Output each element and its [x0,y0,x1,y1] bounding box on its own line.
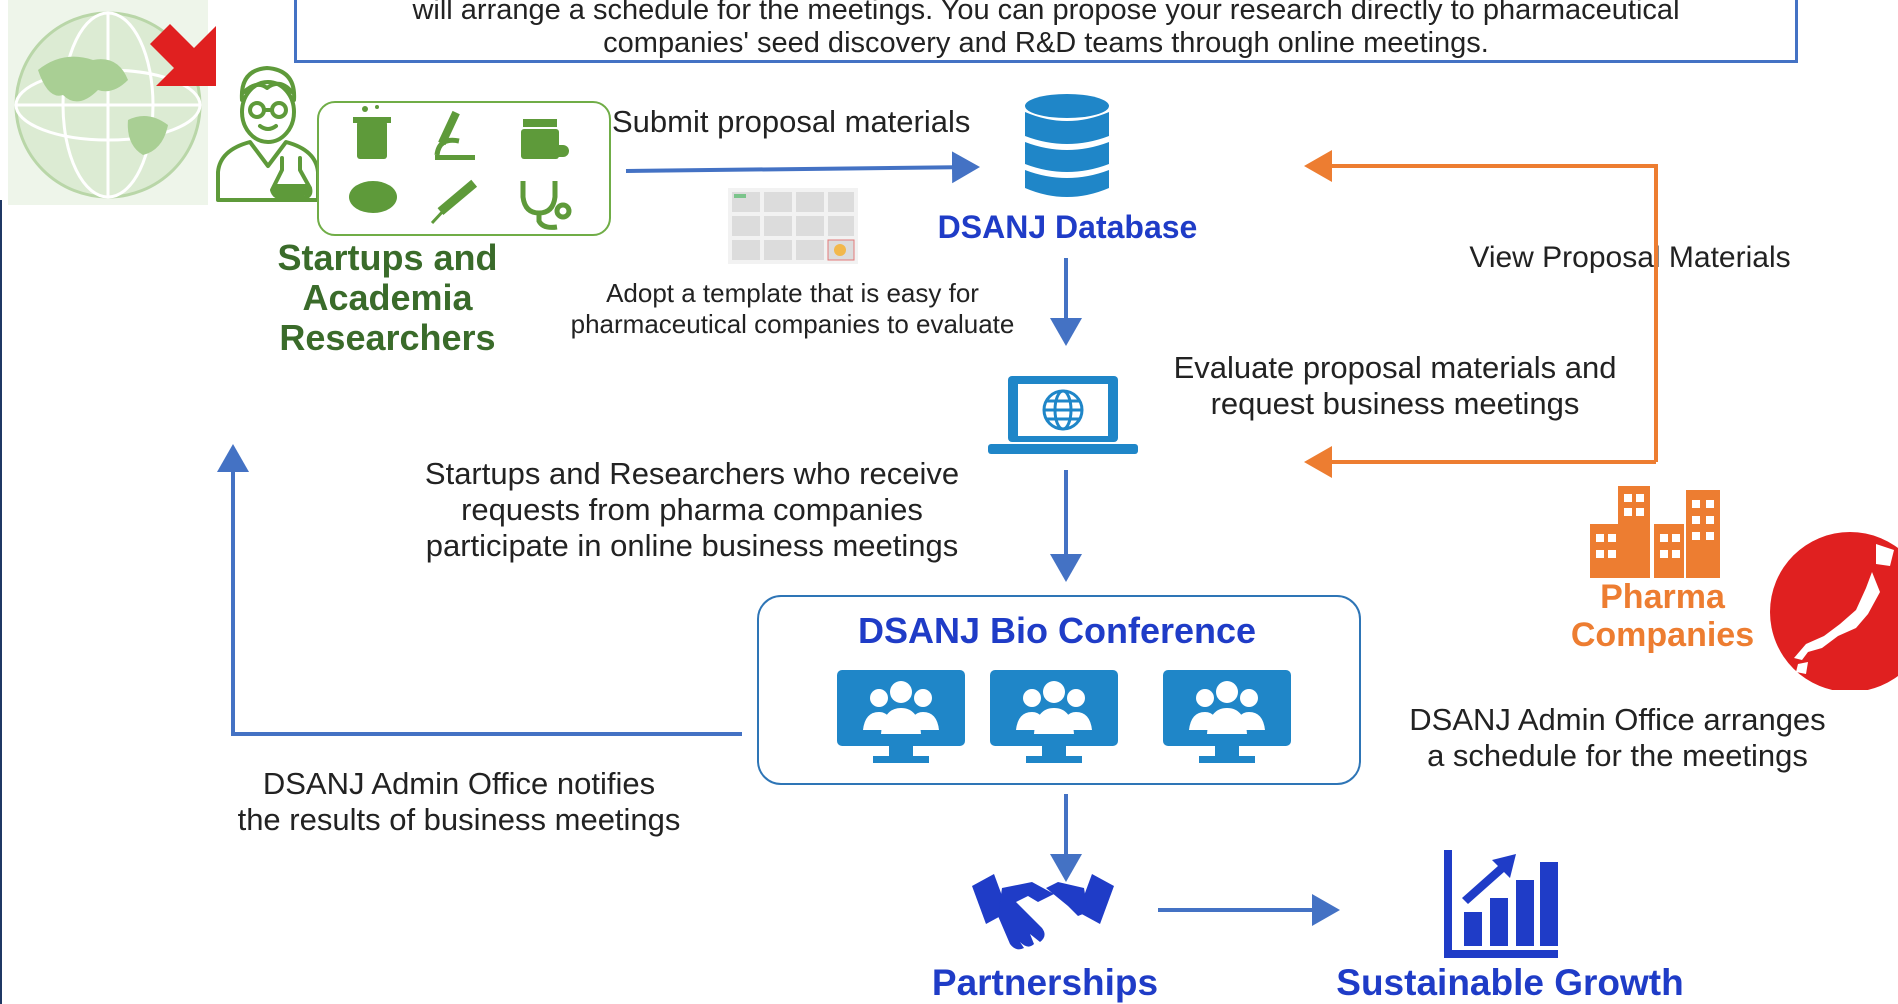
growth-label: Sustainable Growth [1336,962,1684,1003]
video-meeting-monitors [837,670,1291,763]
growth-chart-icon [1444,850,1558,958]
conference-title: DSANJ Bio Conference [857,610,1257,651]
pharma-buildings-icon [1590,486,1720,578]
left-border [0,200,2,1004]
arrow-submit [625,151,980,184]
researcher-avatar-icon [216,66,320,202]
participate-caption: Startups and Researchers who receive req… [392,456,992,564]
arrange-caption-line2: a schedule for the meetings [1427,738,1808,773]
template-caption-line1: Adopt a template that is easy for [606,278,979,308]
arrow-notify-results [217,444,742,736]
laptop-icon [988,376,1138,454]
view-label: View Proposal Materials [1469,241,1791,274]
template-thumbnail-icon [728,188,858,264]
participate-caption-line3: participate in online business meetings [425,528,959,563]
database-icon [1025,94,1109,197]
pharma-title-line2: Companies [1570,616,1755,654]
partnerships-label: Partnerships [931,962,1159,1003]
arrange-caption-line1: DSANJ Admin Office arranges [1409,702,1826,737]
researchers-title-line3: Researchers [279,317,496,358]
research-tools-icons [349,105,572,230]
template-caption: Adopt a template that is easy for pharma… [545,278,1040,340]
pharma-title: Pharma Companies [1540,578,1785,654]
microscope-icon [434,110,475,160]
evaluate-caption: Evaluate proposal materials and request … [1145,350,1645,422]
top-note-line2: companies' seed discovery and R&D teams … [603,27,1489,59]
monitor-meeting-icon [837,670,965,763]
evaluate-caption-line2: request business meetings [1210,386,1580,421]
researchers-title: Startups and Academia Researchers [240,238,535,358]
notify-caption-line1: DSANJ Admin Office notifies [262,766,656,801]
stethoscope-icon [520,181,572,230]
participate-caption-line2: requests from pharma companies [461,492,923,527]
evaluate-caption-line1: Evaluate proposal materials and [1173,350,1617,385]
japan-map-icon [1770,532,1898,690]
syringe-icon [430,179,478,225]
handshake-icon [972,874,1114,950]
monitor-meeting-icon [990,670,1118,763]
submit-label: Submit proposal materials [612,104,971,139]
beaker-icon [353,105,391,159]
notify-caption: DSANJ Admin Office notifies the results … [198,766,720,838]
participate-caption-line1: Startups and Researchers who receive [424,456,960,491]
database-title: DSANJ Database [937,209,1198,245]
top-note-box: will arrange a schedule for the meetings… [294,0,1798,63]
web-globe-icon [1042,389,1084,431]
brain-icon [349,181,397,213]
red-pointer-arrow-icon [150,24,216,86]
template-caption-line2: pharmaceutical companies to evaluate [570,309,1015,339]
globe-icon [8,0,208,205]
arrow-view-materials [1304,150,1658,462]
monitor-meeting-icon [1163,670,1291,763]
medicine-bottle-icon [521,119,569,159]
researchers-title-line2: Academia [302,277,473,318]
notify-caption-line2: the results of business meetings [237,802,681,837]
top-note-line1: will arrange a schedule for the meetings… [412,0,1680,26]
pharma-title-line1: Pharma [1600,578,1725,616]
researchers-title-line1: Startups and [277,237,498,278]
arrange-caption: DSANJ Admin Office arranges a schedule f… [1375,702,1860,774]
